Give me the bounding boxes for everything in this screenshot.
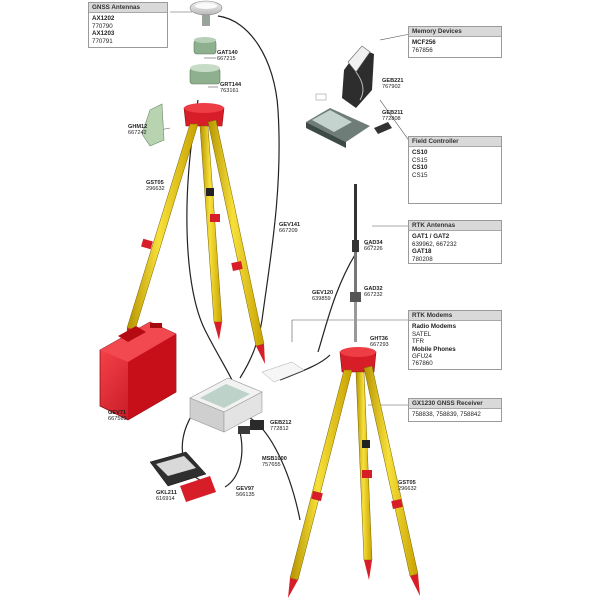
label-number: 296632	[146, 186, 165, 193]
label-gev-right: GEV120 639859	[312, 290, 333, 303]
label-code: GHM12	[128, 124, 148, 130]
label-tripod-left: GST05 296632	[146, 180, 165, 193]
label-gap-mid: GRT144 763161	[220, 82, 241, 95]
box-rtk-modems-title: RTK Modems	[409, 311, 501, 322]
label-number: 667569	[108, 416, 127, 423]
label-number: 667215	[217, 56, 236, 63]
box-line: 767856	[412, 46, 433, 54]
box-field-controller: Field Controller CS10 CS15 CS10 CS15	[408, 136, 502, 204]
box-rtk-antennas: RTK Antennas GAT1 / GAT2 639962, 667232 …	[408, 220, 502, 264]
label-code: GEV141	[279, 222, 301, 228]
box-line: 770791	[92, 37, 113, 45]
battery-case	[99, 321, 177, 421]
box-memory-devices: Memory Devices MCF256 767856	[408, 26, 502, 58]
label-gdf: MSB1000 757655	[262, 456, 287, 469]
box-gnss-antennas: GNSS Antennas AX1202 770790 AX1203 77079…	[88, 2, 168, 48]
box-line: 639962, 667232	[412, 240, 457, 248]
tripod-right	[288, 347, 420, 598]
label-number: 763161	[220, 88, 239, 95]
label-code: GAT140	[217, 50, 238, 56]
label-code: GST05	[146, 180, 164, 186]
field-controller-device	[306, 108, 392, 148]
label-code: GEV97	[236, 486, 255, 492]
label-number: 772812	[270, 426, 289, 433]
box-line: CS10	[412, 149, 428, 157]
label-code: GRT144	[220, 82, 242, 88]
label-code: GEB221	[382, 78, 404, 84]
box-line: 767860	[412, 360, 433, 368]
box-gnss-antennas-title: GNSS Antennas	[89, 3, 167, 14]
charger-clip	[149, 451, 216, 502]
label-number: 616914	[156, 496, 175, 503]
rtk-rod	[350, 184, 361, 342]
label-number: 772808	[382, 116, 401, 123]
box-line: GAT18	[412, 248, 432, 256]
label-tripod-right: GST05 296632	[398, 480, 417, 493]
label-code: GEB212	[270, 420, 292, 426]
box-line: CS10	[412, 164, 428, 172]
box-line: 758838, 758839, 758842	[412, 411, 481, 419]
label-number: 767902	[382, 84, 401, 91]
label-number: 667293	[370, 342, 389, 349]
box-field-controller-title: Field Controller	[409, 137, 501, 148]
label-cable-main: GEV141 667209	[279, 222, 300, 235]
box-line: CS15	[412, 171, 428, 179]
box-line: Radio Modems	[412, 323, 457, 331]
box-line: 770790	[92, 22, 113, 30]
box-line: GAT1 / GAT2	[412, 233, 450, 241]
tripod-left	[126, 103, 265, 364]
label-mcf: GEB221 767902	[382, 78, 403, 91]
label-code: GHT36	[370, 336, 389, 342]
box-line: 780208	[412, 255, 433, 263]
label-gap-top: GAT140 667215	[217, 50, 238, 63]
label-code: GST05	[398, 480, 416, 486]
label-number: 639859	[312, 296, 331, 303]
label-code: GEV120	[312, 290, 334, 296]
label-cable-bottom: GEV97 566135	[236, 486, 255, 499]
label-code: MSB1000	[262, 456, 287, 462]
label-number: 667209	[279, 228, 298, 235]
label-battery-left: GEV71 667569	[108, 410, 127, 423]
label-number: 667232	[364, 292, 383, 299]
label-number: 667242	[128, 130, 147, 137]
box-receiver: GX1230 GNSS Receiver 758838, 758839, 758…	[408, 398, 502, 422]
label-code: GEB211	[382, 110, 404, 116]
label-number: 667226	[364, 246, 383, 253]
antenna-adapter	[189, 37, 221, 85]
box-rtk-modems: RTK Modems Radio Modems SATEL TFR Mobile…	[408, 310, 502, 370]
gnss-receiver-unit	[189, 361, 305, 433]
label-code: GKL211	[156, 490, 177, 496]
label-code: GEV71	[108, 410, 127, 416]
box-line: AX1202	[92, 15, 115, 23]
label-gkl-bottom: GKL211 616914	[156, 490, 177, 503]
height-hook	[141, 103, 165, 147]
label-ght-mount: GHT36 667293	[370, 336, 389, 349]
label-code: GAD34	[364, 240, 383, 246]
label-number: 566135	[236, 492, 255, 499]
box-line: SATEL	[412, 330, 432, 338]
label-code: GAD32	[364, 286, 383, 292]
label-battery-pack: GEB212 772812	[270, 420, 291, 433]
box-receiver-title: GX1230 GNSS Receiver	[409, 399, 501, 410]
label-number: 296632	[398, 486, 417, 493]
box-line: GFU24	[412, 353, 432, 361]
gnss-antenna	[189, 0, 223, 26]
box-line: TFR	[412, 338, 425, 346]
box-line: MCF256	[412, 39, 436, 47]
battery-pack	[238, 420, 264, 434]
label-gad-mid: GAD32 667232	[364, 286, 383, 299]
box-line: CS15	[412, 156, 428, 164]
box-line: AX1203	[92, 30, 115, 38]
memory-card-reader	[315, 45, 374, 108]
label-ghm-clamp: GHM12 667242	[128, 124, 147, 137]
box-memory-devices-title: Memory Devices	[409, 27, 501, 38]
label-number: 757655	[262, 462, 281, 469]
box-line: Mobile Phones	[412, 345, 456, 353]
label-cs-controller: GEB211 772808	[382, 110, 403, 123]
box-rtk-antennas-title: RTK Antennas	[409, 221, 501, 232]
label-gat-rod: GAD34 667226	[364, 240, 383, 253]
